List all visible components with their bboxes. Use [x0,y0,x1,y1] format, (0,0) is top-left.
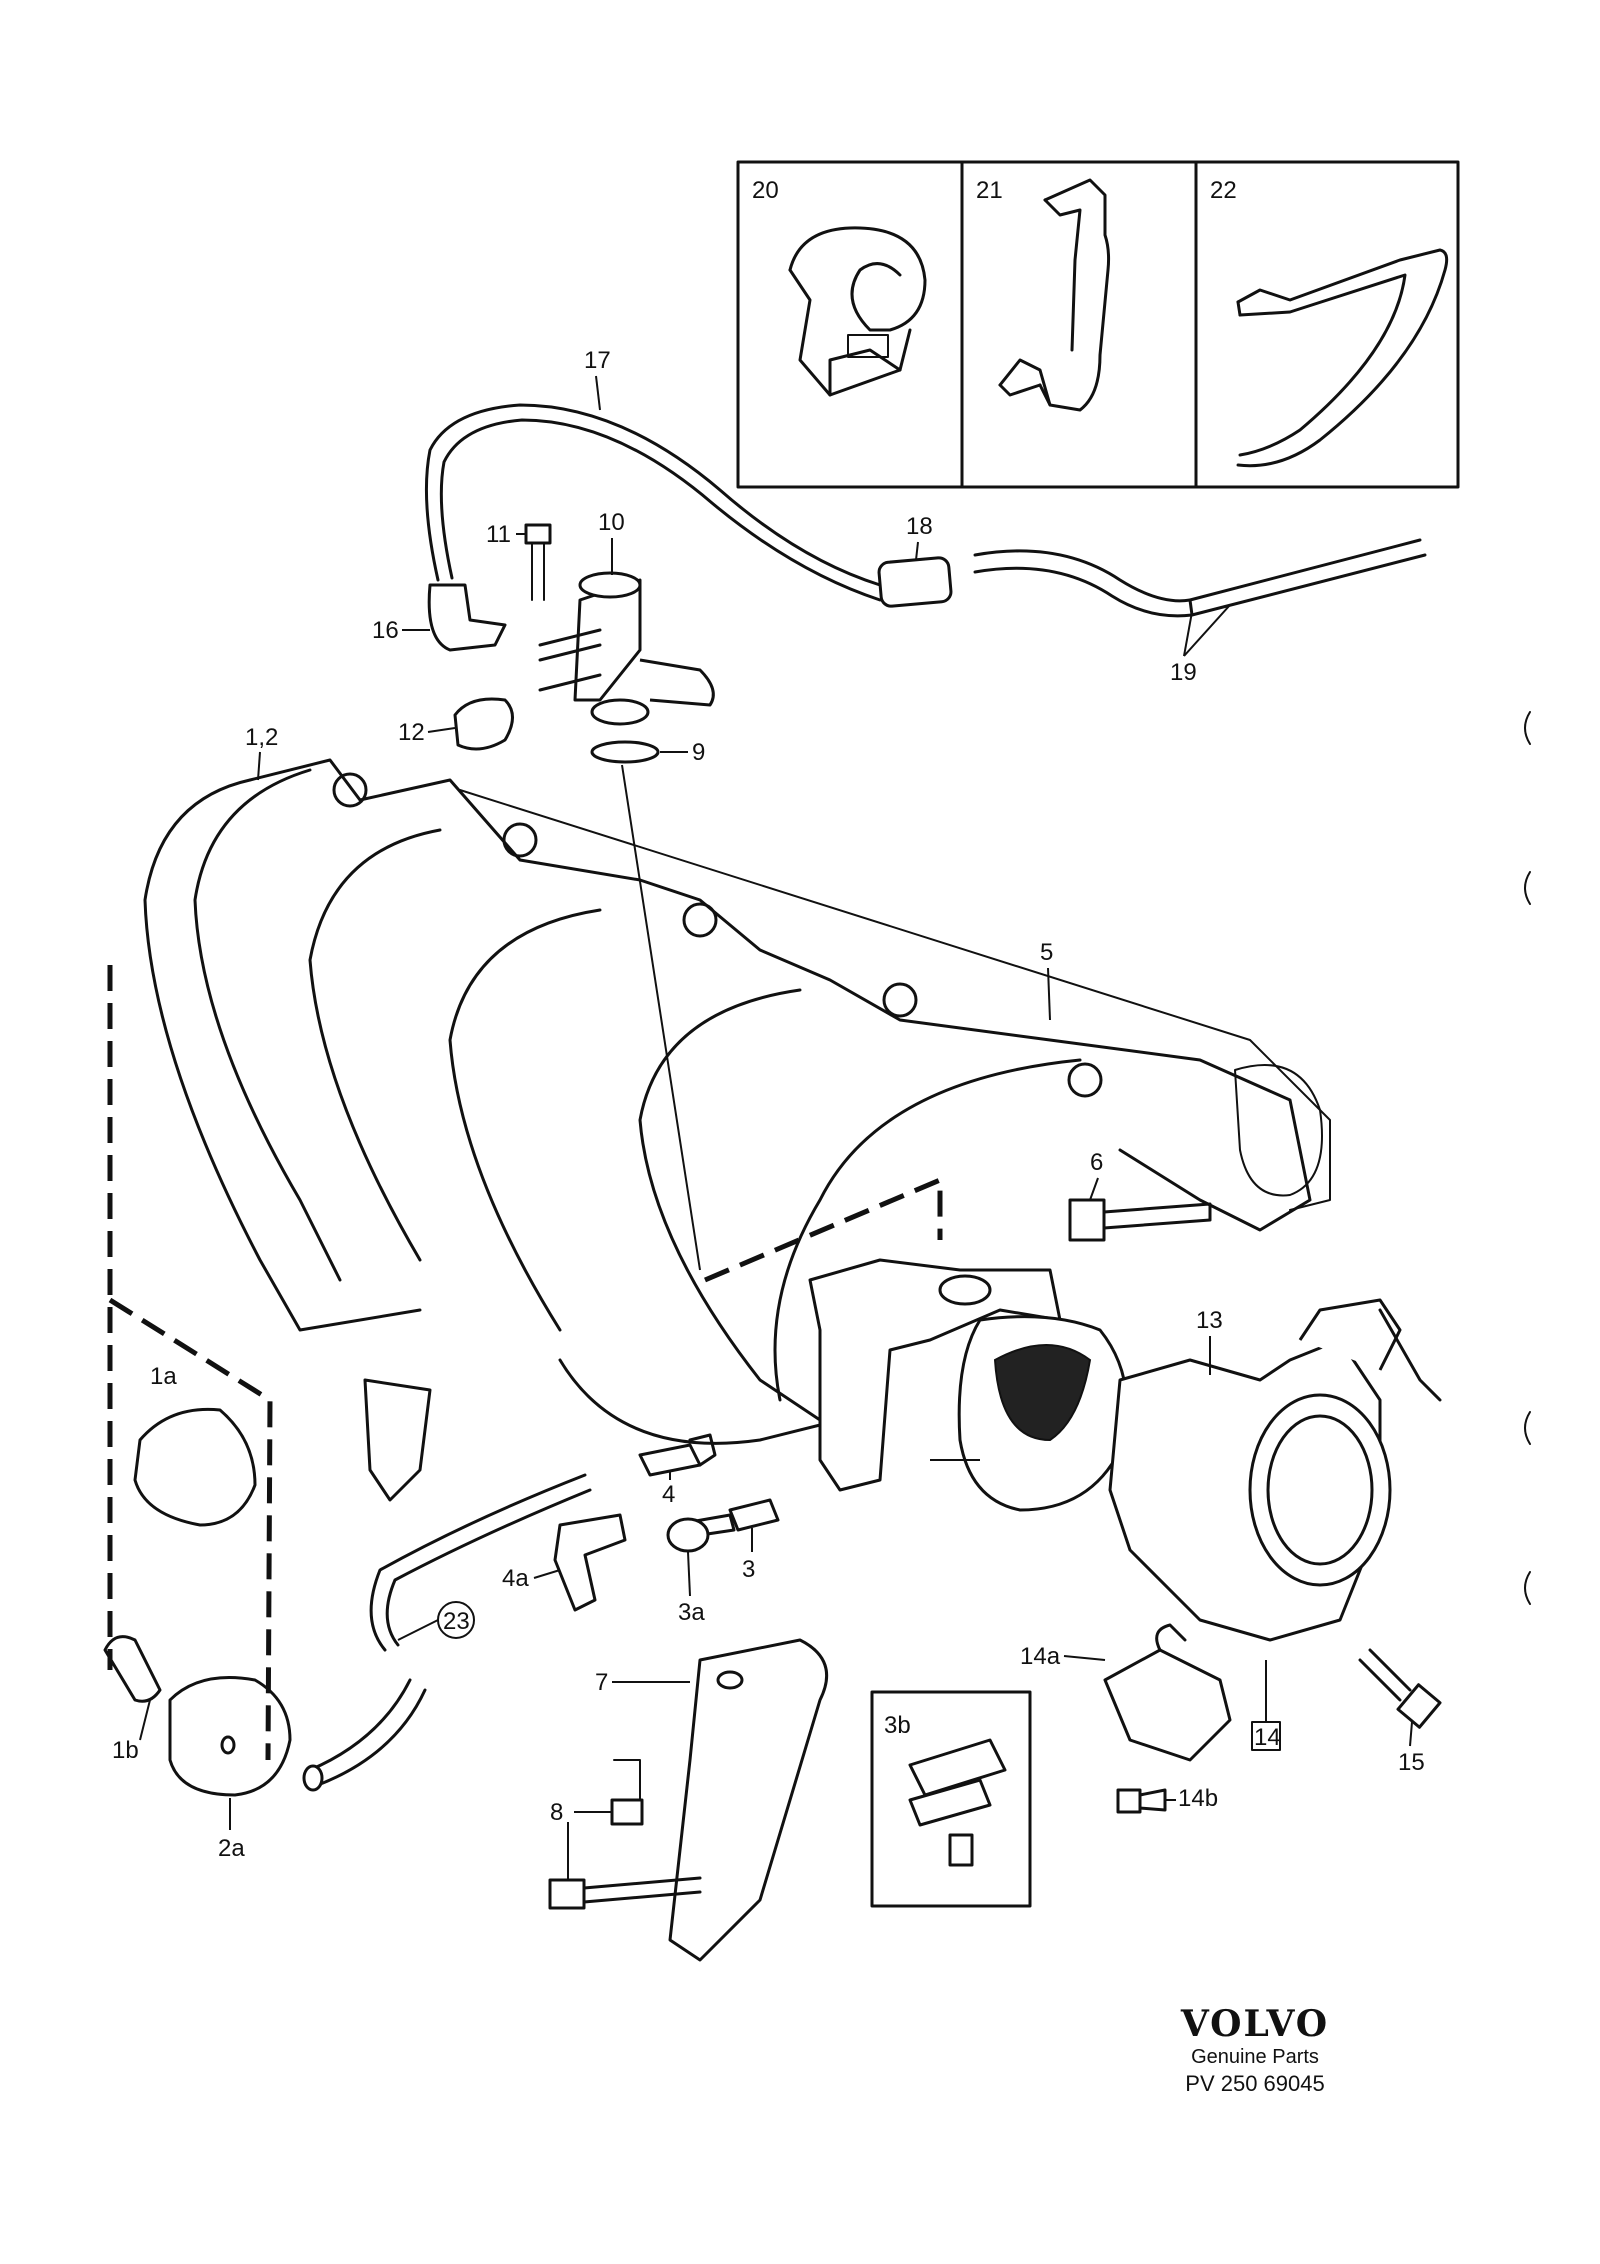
clip-22-illustration [1236,248,1449,468]
callout-10: 10 [598,509,625,536]
callout-21: 21 [976,177,1003,204]
nipple-4 [638,1433,717,1477]
diagram-code: PV 250 69045 [1185,2071,1325,2096]
callout-1a: 1a [150,1363,177,1390]
callout-1-2: 1,2 [245,724,278,751]
callout-14: 14 [1254,1724,1281,1751]
callout-12: 12 [398,719,425,746]
callout-18: 18 [906,513,933,540]
sensor-14a [1103,1623,1232,1762]
callout-16: 16 [372,617,399,644]
callout-23: 23 [443,1608,470,1635]
callout-14b: 14b [1178,1785,1218,1812]
cap-12 [453,697,514,751]
callout-20: 20 [752,177,779,204]
bolts-8 [548,1759,702,1910]
cap-2a [168,1676,292,1797]
callout-11: 11 [486,521,511,548]
clip-20-illustration [788,226,927,397]
callout-17: 17 [584,347,611,374]
gasket-inset-3b [870,1690,1032,1908]
callout-7: 7 [595,1669,608,1696]
hose-connector-18 [877,556,953,608]
callout-3: 3 [742,1556,755,1583]
callout-22: 22 [1210,177,1237,204]
hose-23 [302,1473,592,1792]
callout-labels: 1,2 1a 1b 2a 3 3a 3b 4 4a 5 6 7 8 9 10 1… [112,347,1425,1880]
callout-3a: 3a [678,1599,705,1626]
callout-5: 5 [1040,939,1053,966]
cover-1a [133,1407,257,1527]
throttle-flange [808,1258,1129,1512]
callout-9: 9 [692,739,705,766]
callout-4a: 4a [502,1565,529,1592]
callout-8: 8 [550,1799,563,1826]
plug-3a [666,1517,710,1553]
elbow-fitting-4a [553,1513,627,1612]
hose-elbow-16 [427,583,507,652]
throttle-body-13 [1108,1298,1442,1642]
bolt-15 [1358,1648,1442,1729]
screw-14b [1116,1788,1167,1814]
callout-6: 6 [1090,1149,1103,1176]
callout-19: 19 [1170,659,1197,686]
callout-1b: 1b [112,1737,139,1764]
clip-21-illustration [998,178,1111,412]
clip-inset-panel: 20 21 22 [736,160,1460,489]
vacuum-valve-10 [538,571,715,726]
plug-1b [103,1635,162,1703]
vacuum-hose-17 [424,403,882,602]
gasket-5 [459,789,1331,1211]
brand-logo: VOLVO [1180,2003,1330,2045]
brand-subtitle: Genuine Parts [1191,2046,1319,2068]
callout-3b: 3b [884,1712,911,1739]
callout-14a: 14a [1020,1643,1061,1670]
callout-15: 15 [1398,1749,1425,1776]
margin-marks [1524,711,1531,1605]
bolt-6 [1068,1198,1212,1242]
vacuum-hose-19 [973,538,1427,618]
o-ring-9 [590,740,660,764]
brand-block: VOLVO Genuine Parts PV 250 69045 [1170,2004,1340,2098]
dashed-guide-lines [107,764,980,1761]
callout-2a: 2a [218,1835,245,1862]
bracket-7 [668,1638,829,1962]
screw-11 [524,523,552,601]
nipple-3 [688,1498,780,1538]
callout-13: 13 [1196,1307,1223,1334]
callout-4: 4 [662,1481,675,1508]
